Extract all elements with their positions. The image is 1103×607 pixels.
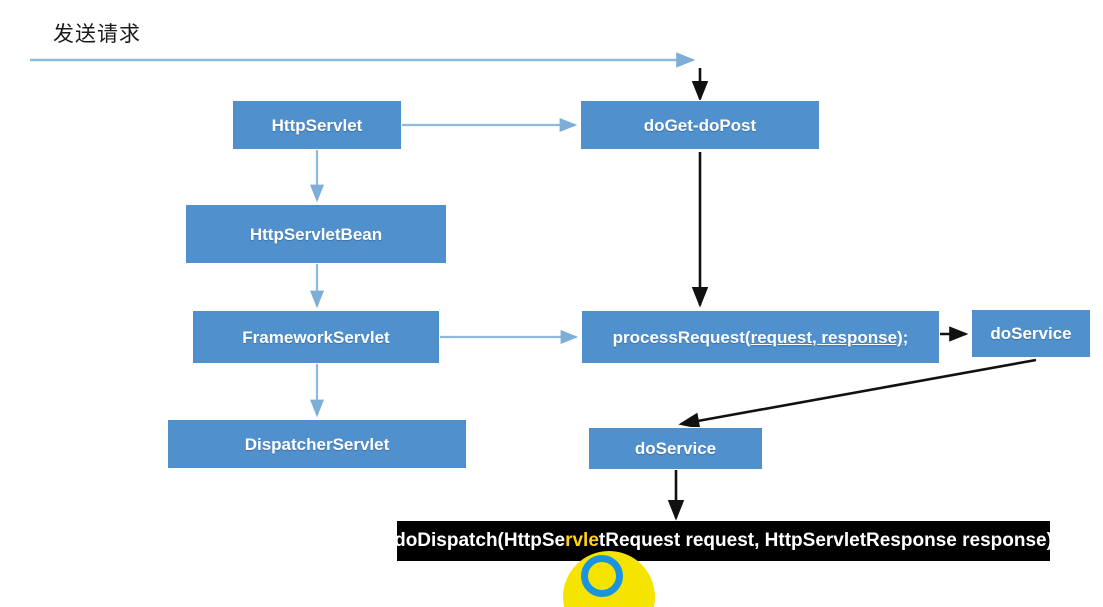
node-do-service-right[interactable]: doService (971, 309, 1091, 358)
node-do-service-lower-label: doService (634, 439, 717, 458)
node-http-servlet-bean-label: HttpServletBean (249, 224, 383, 244)
node-doget-dopost-label: doGet-doPost (643, 115, 757, 135)
node-dispatcher-servlet[interactable]: DispatcherServlet (167, 419, 467, 469)
node-process-request-params: request, response); (750, 327, 909, 347)
node-framework-servlet[interactable]: FrameworkServlet (192, 310, 440, 364)
node-http-servlet[interactable]: HttpServlet (232, 100, 402, 150)
node-do-dispatch-prefix: doDispatch(HttpSe (397, 530, 566, 551)
cursor-ring-icon (581, 555, 623, 597)
node-framework-servlet-label: FrameworkServlet (242, 327, 390, 347)
node-process-request-label: processRequest( (612, 327, 751, 347)
connector-doservice-right-to-doservice-lower (678, 358, 1037, 429)
node-http-servlet-label: HttpServlet (271, 115, 363, 135)
node-doget-dopost[interactable]: doGet-doPost (580, 100, 820, 150)
node-do-service-right-label: doService (990, 324, 1072, 343)
node-do-dispatch-suffix: tRequest request, HttpServletResponse re… (598, 530, 1050, 551)
node-do-service-lower[interactable]: doService (588, 427, 763, 470)
node-dispatcher-servlet-label: DispatcherServlet (244, 434, 390, 454)
node-do-dispatch-highlight: rvle (565, 530, 599, 551)
node-process-request[interactable]: processRequest(request, response); (581, 310, 940, 364)
page-title: 发送请求 (53, 22, 141, 46)
node-http-servlet-bean[interactable]: HttpServletBean (185, 204, 447, 264)
